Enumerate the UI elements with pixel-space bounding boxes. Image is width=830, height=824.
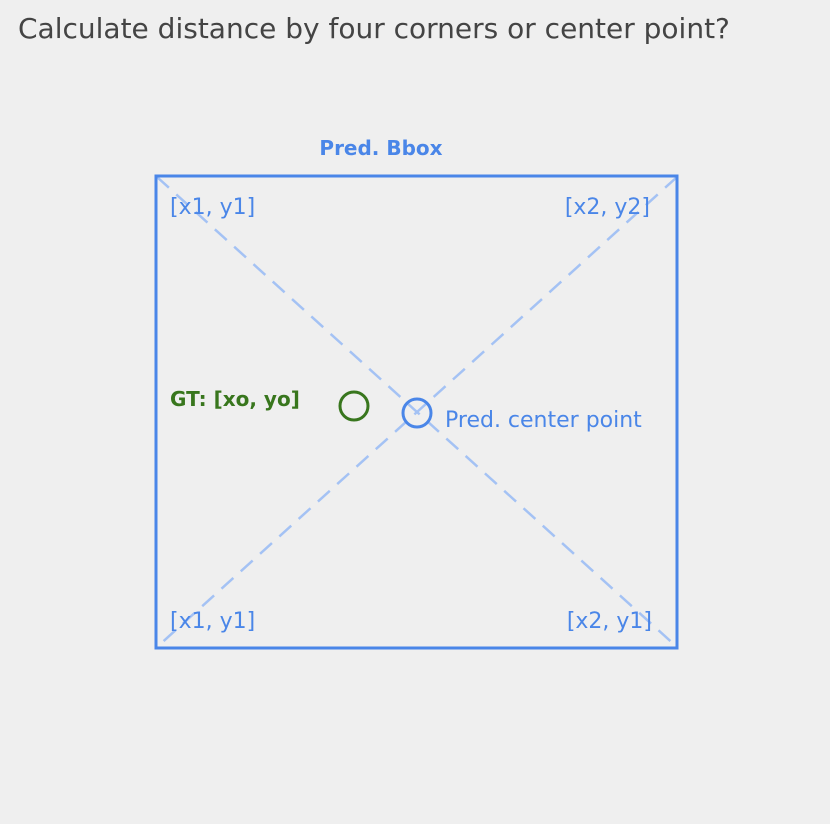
pred-bbox-label: Pred. Bbox — [319, 136, 442, 160]
gt-label: GT: [xo, yo] — [170, 387, 300, 411]
corner-label-bottom-right: [x2, y1] — [567, 609, 652, 634]
diagonal-tr-bl — [156, 176, 678, 648]
corner-label-top-right: [x2, y2] — [565, 195, 650, 220]
corner-label-bottom-left: [x1, y1] — [170, 609, 255, 634]
pred-center-label: Pred. center point — [445, 408, 642, 433]
corner-label-top-left: [x1, y1] — [170, 195, 255, 220]
diagram-title: Calculate distance by four corners or ce… — [18, 12, 730, 45]
pred-bbox-rect — [154, 174, 679, 650]
gt-center-circle — [338, 390, 370, 422]
pred-center-circle — [401, 397, 433, 429]
